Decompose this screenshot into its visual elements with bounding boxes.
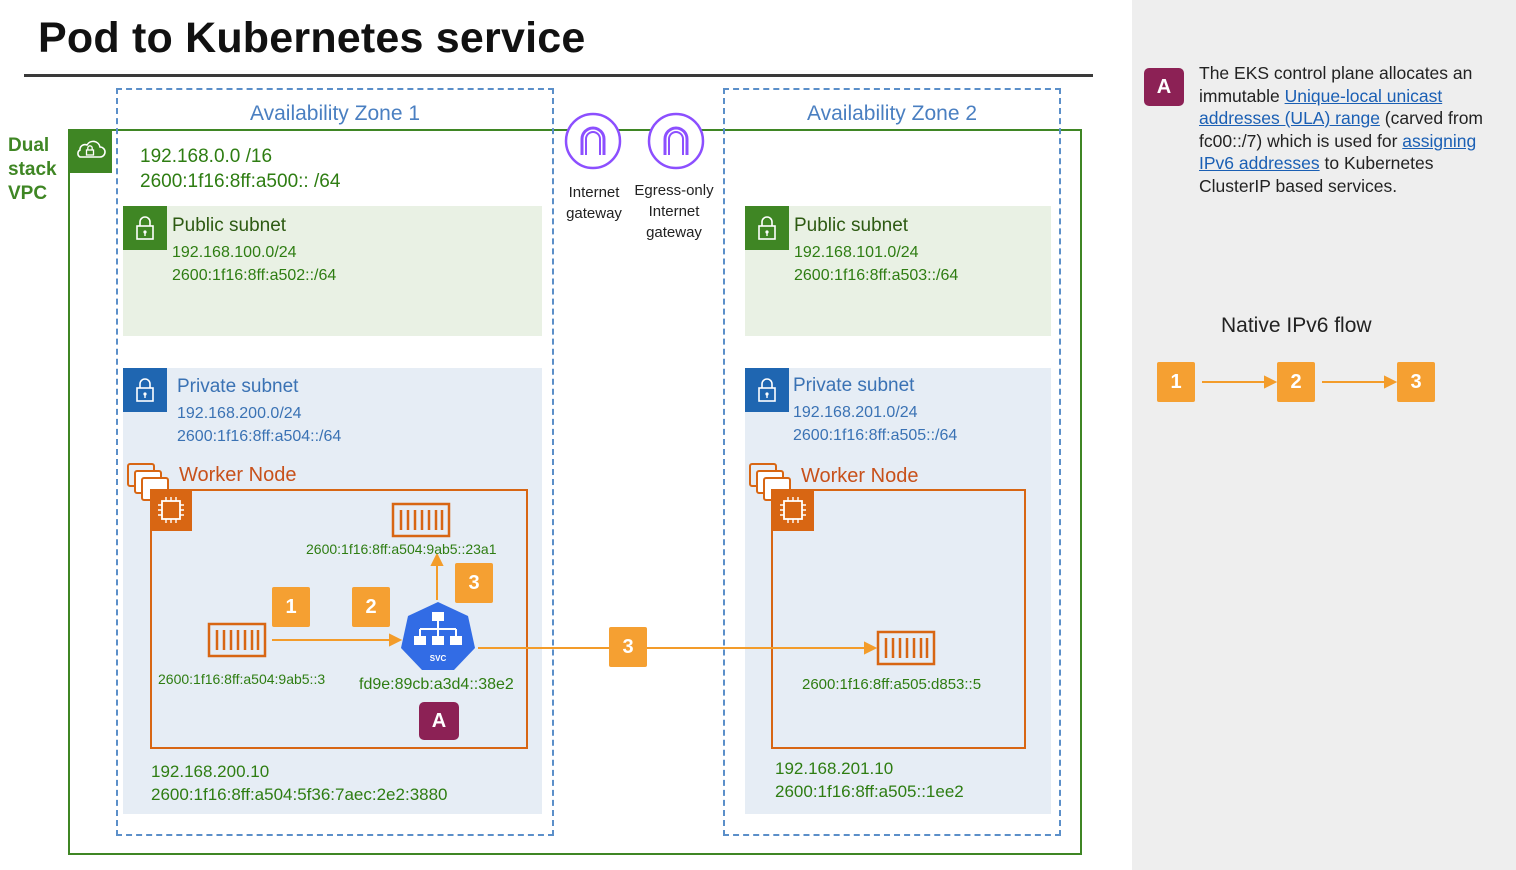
vpc-label: Dual stack VPC [8, 134, 68, 206]
arrowhead [864, 641, 878, 655]
svc-icon-text: SVC [429, 654, 447, 663]
vpc-label-line: VPC [8, 183, 48, 204]
gateway-label-line: gateway [646, 224, 702, 241]
az2-label: Availability Zone 2 [806, 102, 978, 125]
az2-node-ip: 192.168.201.10 2600:1f16:8ff:a505::1ee2 [775, 757, 964, 803]
az1-node-ip-v4: 192.168.200.10 [151, 762, 270, 781]
az2-worker-node [771, 489, 1026, 749]
az1-public-subnet-title: Public subnet [172, 215, 287, 236]
step-badge-3: 3 [609, 627, 647, 667]
legend-title: Native IPv6 flow [1221, 314, 1372, 337]
svc-ip-label: fd9e:89cb:a3d4::38e2 [359, 676, 514, 693]
pod-ip-label: 2600:1f16:8ff:a504:9ab5::3 [158, 671, 326, 687]
az1-node-ip-v6: 2600:1f16:8ff:a504:5f36:7aec:2e2:3880 [151, 785, 448, 804]
pod-ip-label: 2600:1f16:8ff:a505:d853::5 [802, 676, 982, 693]
az1-worker-node-label: Worker Node [179, 464, 297, 486]
vpc-label-line: stack [8, 159, 57, 180]
az2-public-cidr-v4: 192.168.101.0/24 [794, 244, 919, 261]
az2-public-subnet-title: Public subnet [794, 215, 909, 236]
page-title: Pod to Kubernetes service [38, 14, 586, 62]
note-text-part: (carved from fc00::/7) which is used for [1199, 108, 1483, 151]
padlock-icon [745, 206, 789, 250]
ula-range-link[interactable]: Unique-local unicast addresses (ULA) ran… [1199, 85, 1443, 129]
az1-node-ip: 192.168.200.10 2600:1f16:8ff:a504:5f36:7… [151, 760, 448, 806]
az2-public-subnet [745, 206, 1051, 336]
arch-gateway-icon [646, 111, 706, 176]
az1-private-cidr-v6: 2600:1f16:8ff:a504::/64 [177, 428, 342, 445]
az2-private-cidr-v4: 192.168.201.0/24 [793, 404, 918, 421]
az1-public-cidr-v4: 192.168.100.0/24 [172, 244, 297, 261]
arrowhead [430, 552, 444, 566]
ula-badge: A [419, 702, 459, 740]
padlock-icon [745, 368, 789, 412]
chip-icon [772, 489, 814, 531]
kubernetes-service-icon: SVC [398, 600, 478, 672]
arch-gateway-icon [563, 111, 623, 176]
egress-gateway-label: Egress-only Internet gateway [626, 180, 722, 243]
az1-public-cidr-v6: 2600:1f16:8ff:a502::/64 [172, 267, 337, 284]
note-badge: A [1144, 68, 1184, 106]
az1-worker-node [150, 489, 528, 749]
chip-icon [150, 489, 192, 531]
vpc-cidr: 192.168.0.0 /16 2600:1f16:8ff:a500:: /64 [140, 144, 340, 194]
note-text-part: The EKS control plane allocates an immut… [1199, 63, 1473, 106]
az1-private-subnet-title: Private subnet [177, 376, 299, 397]
padlock-icon [123, 368, 167, 412]
padlock-icon [123, 206, 167, 250]
arrowhead [1384, 375, 1398, 389]
note-text-part: to Kubernetes ClusterIP based services. [1199, 153, 1434, 196]
arrowhead [1264, 375, 1278, 389]
internet-gateway-label: Internet gateway [553, 182, 635, 224]
az1-private-cidr-v4: 192.168.200.0/24 [177, 405, 302, 422]
gateway-label-line: Internet [568, 184, 620, 201]
title-divider [24, 74, 1093, 77]
az2-private-subnet-cidr: 192.168.201.0/24 2600:1f16:8ff:a505::/64 [793, 401, 957, 447]
container-icon [391, 500, 451, 545]
step-badge-2: 2 [352, 587, 390, 627]
gateway-label-line: Internet [648, 203, 700, 220]
az2-public-subnet-cidr: 192.168.101.0/24 2600:1f16:8ff:a503::/64 [794, 241, 958, 287]
availability-zone-2 [723, 88, 1061, 836]
az1-public-subnet [123, 206, 542, 336]
gateway-label-line: gateway [566, 205, 622, 222]
az2-public-cidr-v6: 2600:1f16:8ff:a503::/64 [794, 267, 959, 284]
gateway-label-line: Egress-only [634, 182, 714, 199]
az2-private-subnet-title: Private subnet [793, 375, 915, 396]
az1-public-subnet-cidr: 192.168.100.0/24 2600:1f16:8ff:a502::/64 [172, 241, 336, 287]
az1-label: Availability Zone 1 [249, 102, 421, 125]
az2-node-ip-v4: 192.168.201.10 [775, 759, 894, 778]
legend-step-1: 1 [1157, 362, 1195, 402]
step-badge-1: 1 [272, 587, 310, 627]
ula-note: The EKS control plane allocates an immut… [1199, 62, 1509, 197]
assigning-ipv6-link[interactable]: assigning IPv6 addresses [1199, 130, 1477, 174]
side-panel [1132, 0, 1516, 870]
legend-step-2: 2 [1277, 362, 1315, 402]
az2-private-subnet [745, 368, 1051, 814]
legend-step-3: 3 [1397, 362, 1435, 402]
az1-private-subnet-cidr: 192.168.200.0/24 2600:1f16:8ff:a504::/64 [177, 402, 341, 448]
cloud-lock-icon [68, 129, 112, 173]
pod-ip-label: 2600:1f16:8ff:a504:9ab5::23a1 [306, 541, 497, 557]
az2-worker-node-label: Worker Node [801, 465, 919, 487]
arrowhead [389, 633, 403, 647]
vpc-cidr-v6: 2600:1f16:8ff:a500:: /64 [140, 171, 341, 192]
container-icon [876, 628, 936, 673]
az2-node-ip-v6: 2600:1f16:8ff:a505::1ee2 [775, 782, 964, 801]
step-badge-3: 3 [455, 563, 493, 603]
container-icon [207, 620, 267, 665]
availability-zone-1 [116, 88, 554, 836]
az2-private-cidr-v6: 2600:1f16:8ff:a505::/64 [793, 427, 958, 444]
vpc-label-line: Dual [8, 135, 50, 156]
vpc-cidr-v4: 192.168.0.0 /16 [140, 146, 273, 167]
